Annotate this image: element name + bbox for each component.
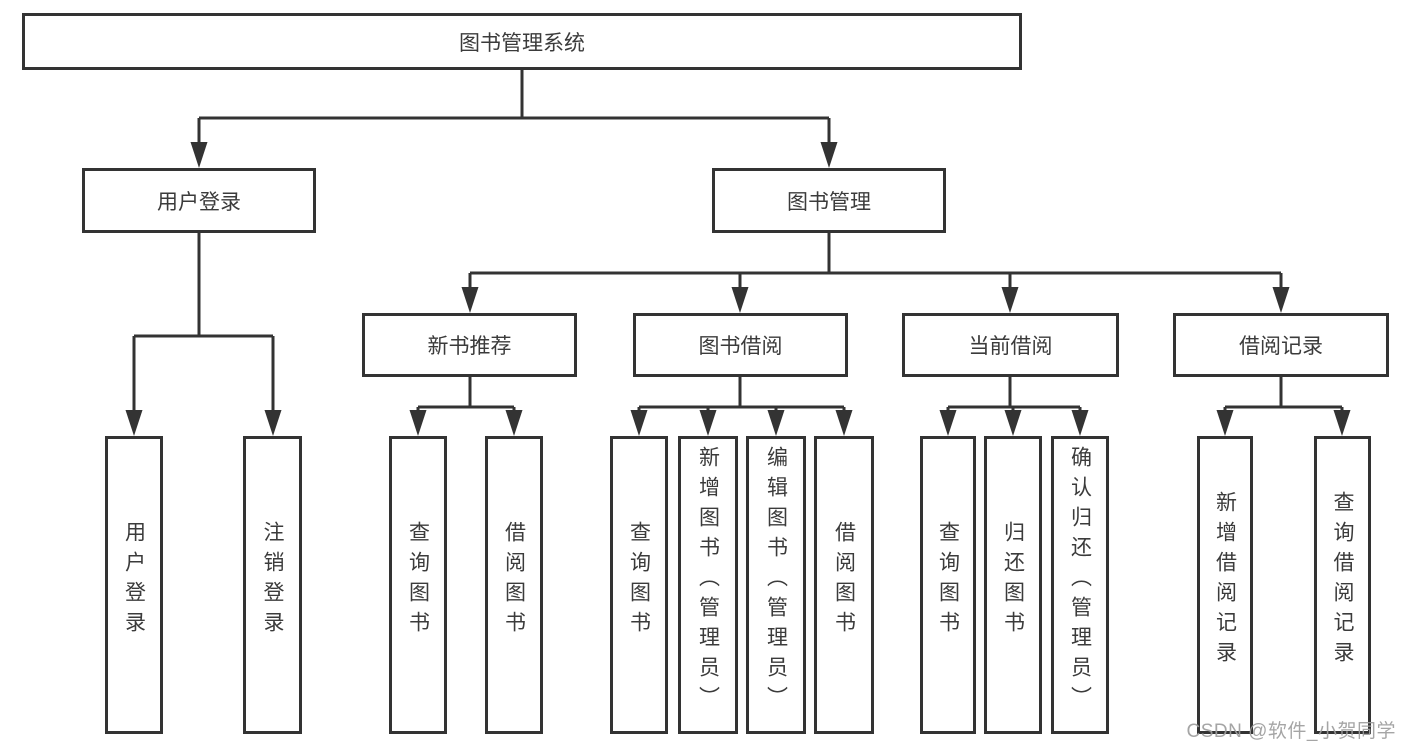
connector-arrowhead [630,410,648,436]
connector-arrowhead [264,410,282,436]
node-book-management-label: 图书管理 [787,190,871,214]
connector-arrowhead [190,142,208,168]
leaf-borrow-books-recommend-label: 借阅图书 [502,520,526,641]
node-new-book-recommend: 新书推荐 [362,313,577,377]
node-book-borrow: 图书借阅 [633,313,848,377]
connector-line [197,70,831,146]
connector-line [416,377,516,416]
node-current-borrow: 当前借阅 [902,313,1119,377]
connector-arrowhead [820,142,838,168]
node-root: 图书管理系统 [22,13,1022,70]
node-book-borrow-label: 图书借阅 [698,335,783,358]
connector-arrowhead [1004,410,1022,436]
node-borrow-records-label: 借阅记录 [1239,335,1323,358]
connector-arrowhead [1272,287,1290,313]
leaf-add-borrow-record: 新增借阅记录 [1197,436,1253,734]
leaf-borrow-books-label: 借阅图书 [832,520,856,641]
connector-arrowhead [1001,287,1019,313]
connector-arrowhead [1071,410,1089,436]
leaf-query-books-recommend: 查询图书 [389,436,447,734]
leaf-confirm-return-admin: 确认归还（管理员） [1051,436,1109,734]
leaf-user-login-label: 用户登录 [122,520,146,641]
leaf-logout-label: 注销登录 [261,520,284,641]
connector-arrowhead [1216,410,1234,436]
node-current-borrow-label: 当前借阅 [968,335,1053,358]
leaf-add-borrow-record-label: 新增借阅记录 [1213,490,1237,671]
leaf-query-books-current: 查询图书 [920,436,976,734]
connector-arrowhead [461,287,479,313]
leaf-user-login: 用户登录 [105,436,163,734]
node-book-management: 图书管理 [712,168,946,233]
leaf-edit-book-admin-label: 编辑图书（管理员） [764,445,788,716]
node-root-label: 图书管理系统 [459,31,585,55]
leaf-add-book-admin: 新增图书（管理员） [678,436,738,734]
connector-line [1223,377,1344,416]
node-new-book-recommend-label: 新书推荐 [427,335,512,358]
leaf-query-borrow-record: 查询借阅记录 [1314,436,1371,734]
node-user-login: 用户登录 [82,168,316,233]
connector-arrowhead [699,410,717,436]
leaf-borrow-books-recommend: 借阅图书 [485,436,543,734]
leaf-confirm-return-admin-label: 确认归还（管理员） [1068,445,1092,716]
leaf-query-books-borrow: 查询图书 [610,436,668,734]
connector-arrowhead [125,410,143,436]
leaf-return-book-label: 归还图书 [1001,520,1025,641]
leaf-edit-book-admin: 编辑图书（管理员） [746,436,806,734]
leaf-query-books-recommend-label: 查询图书 [406,520,430,641]
leaf-logout: 注销登录 [243,436,302,734]
node-user-login-label: 用户登录 [157,190,241,214]
connector-arrowhead [1333,410,1351,436]
connector-arrowhead [767,410,785,436]
leaf-query-books-borrow-label: 查询图书 [627,520,651,641]
connector-arrowhead [505,410,523,436]
leaf-return-book: 归还图书 [984,436,1042,734]
connector-line [637,377,846,416]
connector-line [468,233,1283,291]
leaf-borrow-books: 借阅图书 [814,436,874,734]
leaf-query-books-current-label: 查询图书 [936,520,960,641]
leaf-query-borrow-record-label: 查询借阅记录 [1331,490,1354,671]
connector-arrowhead [409,410,427,436]
connector-line [132,233,275,414]
csdn-watermark: CSDN @软件_小贺同学 [1186,721,1396,742]
node-borrow-records: 借阅记录 [1173,313,1389,377]
connector-arrowhead [835,410,853,436]
connector-arrowhead [731,287,749,313]
leaf-add-book-admin-label: 新增图书（管理员） [696,445,720,716]
connector-arrowhead [939,410,957,436]
